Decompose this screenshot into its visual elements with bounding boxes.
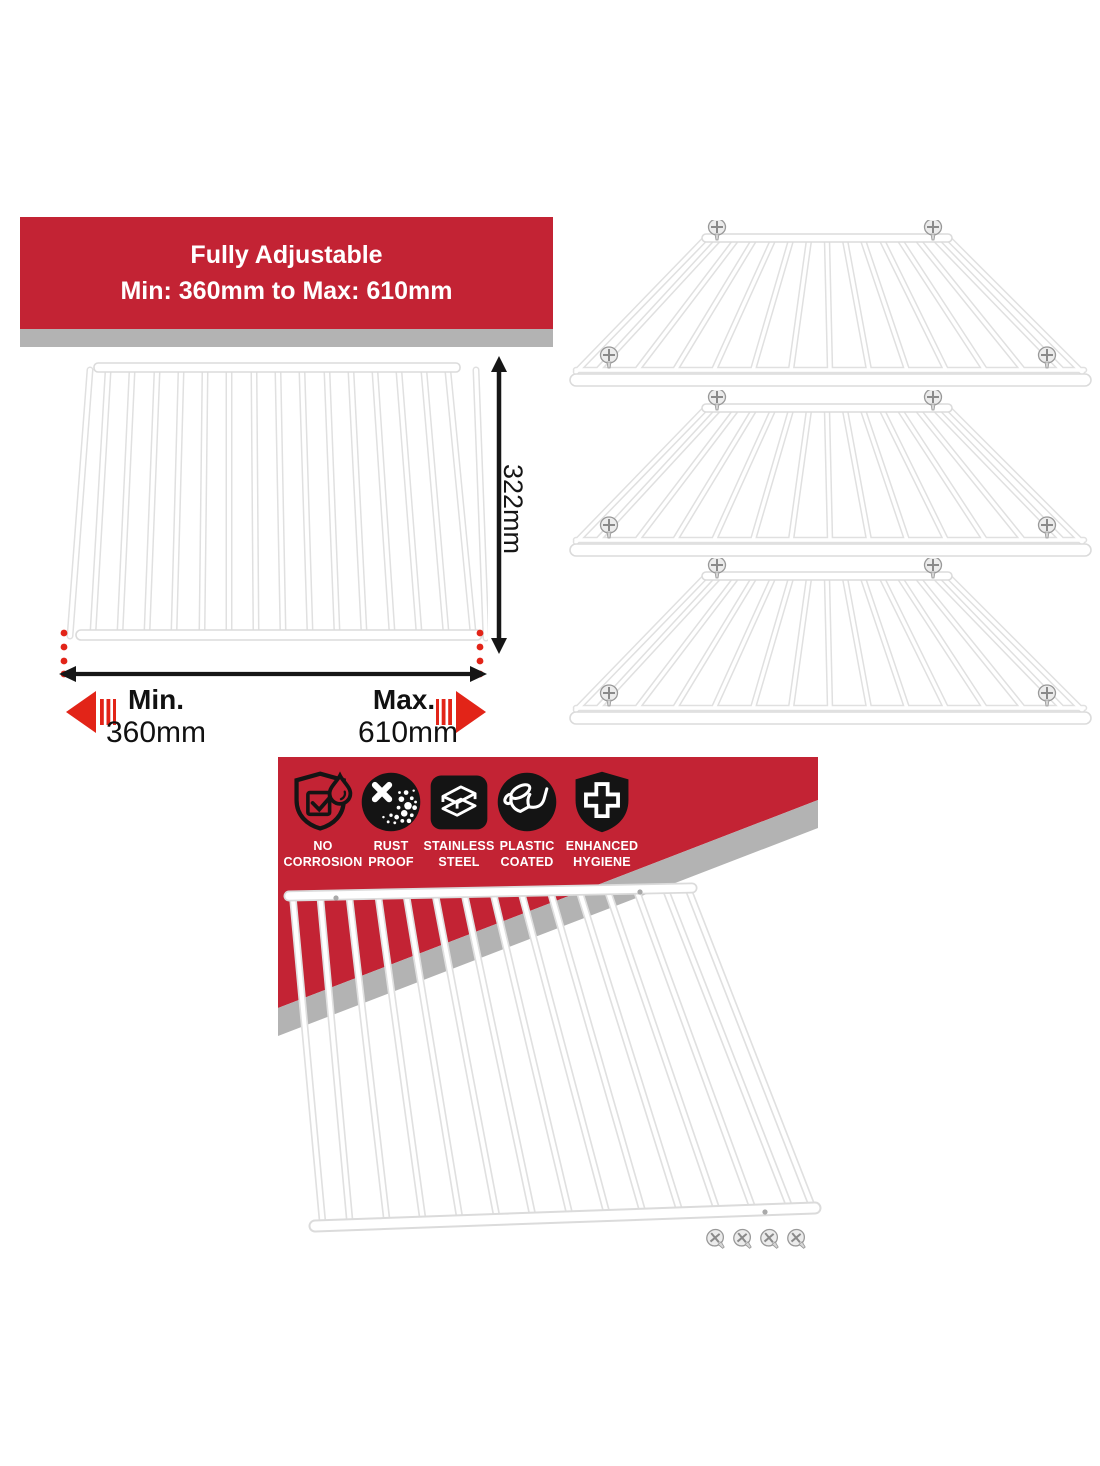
feature-label: HYGIENE bbox=[573, 855, 631, 869]
feature-label: CORROSION bbox=[283, 855, 363, 869]
banner-title: Fully Adjustable bbox=[190, 241, 383, 269]
plastic-coated-icon bbox=[497, 772, 557, 832]
wire-shelf-product-2 bbox=[568, 390, 1093, 568]
wire-shelf-product-1 bbox=[568, 220, 1093, 398]
banner-subtitle: Min: 360mm to Max: 610mm bbox=[120, 277, 453, 305]
max-value: 610mm bbox=[357, 716, 459, 749]
stainless-steel-icon bbox=[430, 775, 488, 830]
feature-label: ENHANCED bbox=[565, 839, 639, 853]
no-corrosion-shield-icon bbox=[294, 771, 353, 831]
feature-no-corrosion: NO CORROSION bbox=[283, 766, 363, 870]
feature-enhanced-hygiene: ENHANCED HYGIENE bbox=[562, 766, 642, 870]
min-label: Min. bbox=[128, 684, 184, 715]
feature-label: STEEL bbox=[438, 855, 480, 869]
feature-label: RUST bbox=[373, 839, 409, 853]
feature-plastic-coated: PLASTIC COATED bbox=[487, 766, 567, 870]
feature-label: NO bbox=[313, 839, 333, 853]
enhanced-hygiene-icon bbox=[575, 771, 629, 833]
shelf-screw-mark bbox=[762, 1209, 768, 1215]
left-dotted-extension bbox=[60, 629, 68, 678]
feature-label: STAINLESS bbox=[423, 839, 495, 853]
feature-label: PLASTIC bbox=[499, 839, 555, 853]
min-arrow-icon bbox=[66, 691, 116, 733]
shelf-screw-mark bbox=[333, 895, 339, 901]
rust-proof-icon bbox=[361, 772, 421, 832]
feature-label: COATED bbox=[500, 855, 554, 869]
width-dimension-arrow bbox=[59, 629, 487, 682]
front-shelf-diagram bbox=[48, 362, 488, 652]
screw-pack bbox=[702, 1225, 812, 1255]
gray-wedge-shadow bbox=[278, 800, 818, 1036]
height-dimension-arrow bbox=[491, 356, 507, 654]
top-banner: Fully Adjustable Min: 360mm to Max: 610m… bbox=[20, 217, 553, 329]
min-value: 360mm bbox=[105, 716, 207, 749]
feature-rust-proof: RUST PROOF bbox=[351, 766, 431, 870]
height-dimension-label: 322mm bbox=[498, 463, 528, 555]
shelf-top-rail bbox=[93, 362, 461, 373]
feature-stainless-steel: STAINLESS STEEL bbox=[419, 766, 499, 870]
max-label: Max. bbox=[372, 684, 436, 715]
max-arrow-icon bbox=[436, 691, 486, 733]
shelf-top-rail bbox=[283, 882, 698, 902]
banner-shadow-strip bbox=[20, 329, 553, 347]
feature-label: PROOF bbox=[368, 855, 414, 869]
shelf-front-rail bbox=[308, 1201, 822, 1233]
shelf-screw-mark bbox=[637, 889, 643, 895]
wire-shelf-product-3 bbox=[568, 558, 1093, 736]
large-wire-shelf bbox=[283, 882, 822, 1233]
